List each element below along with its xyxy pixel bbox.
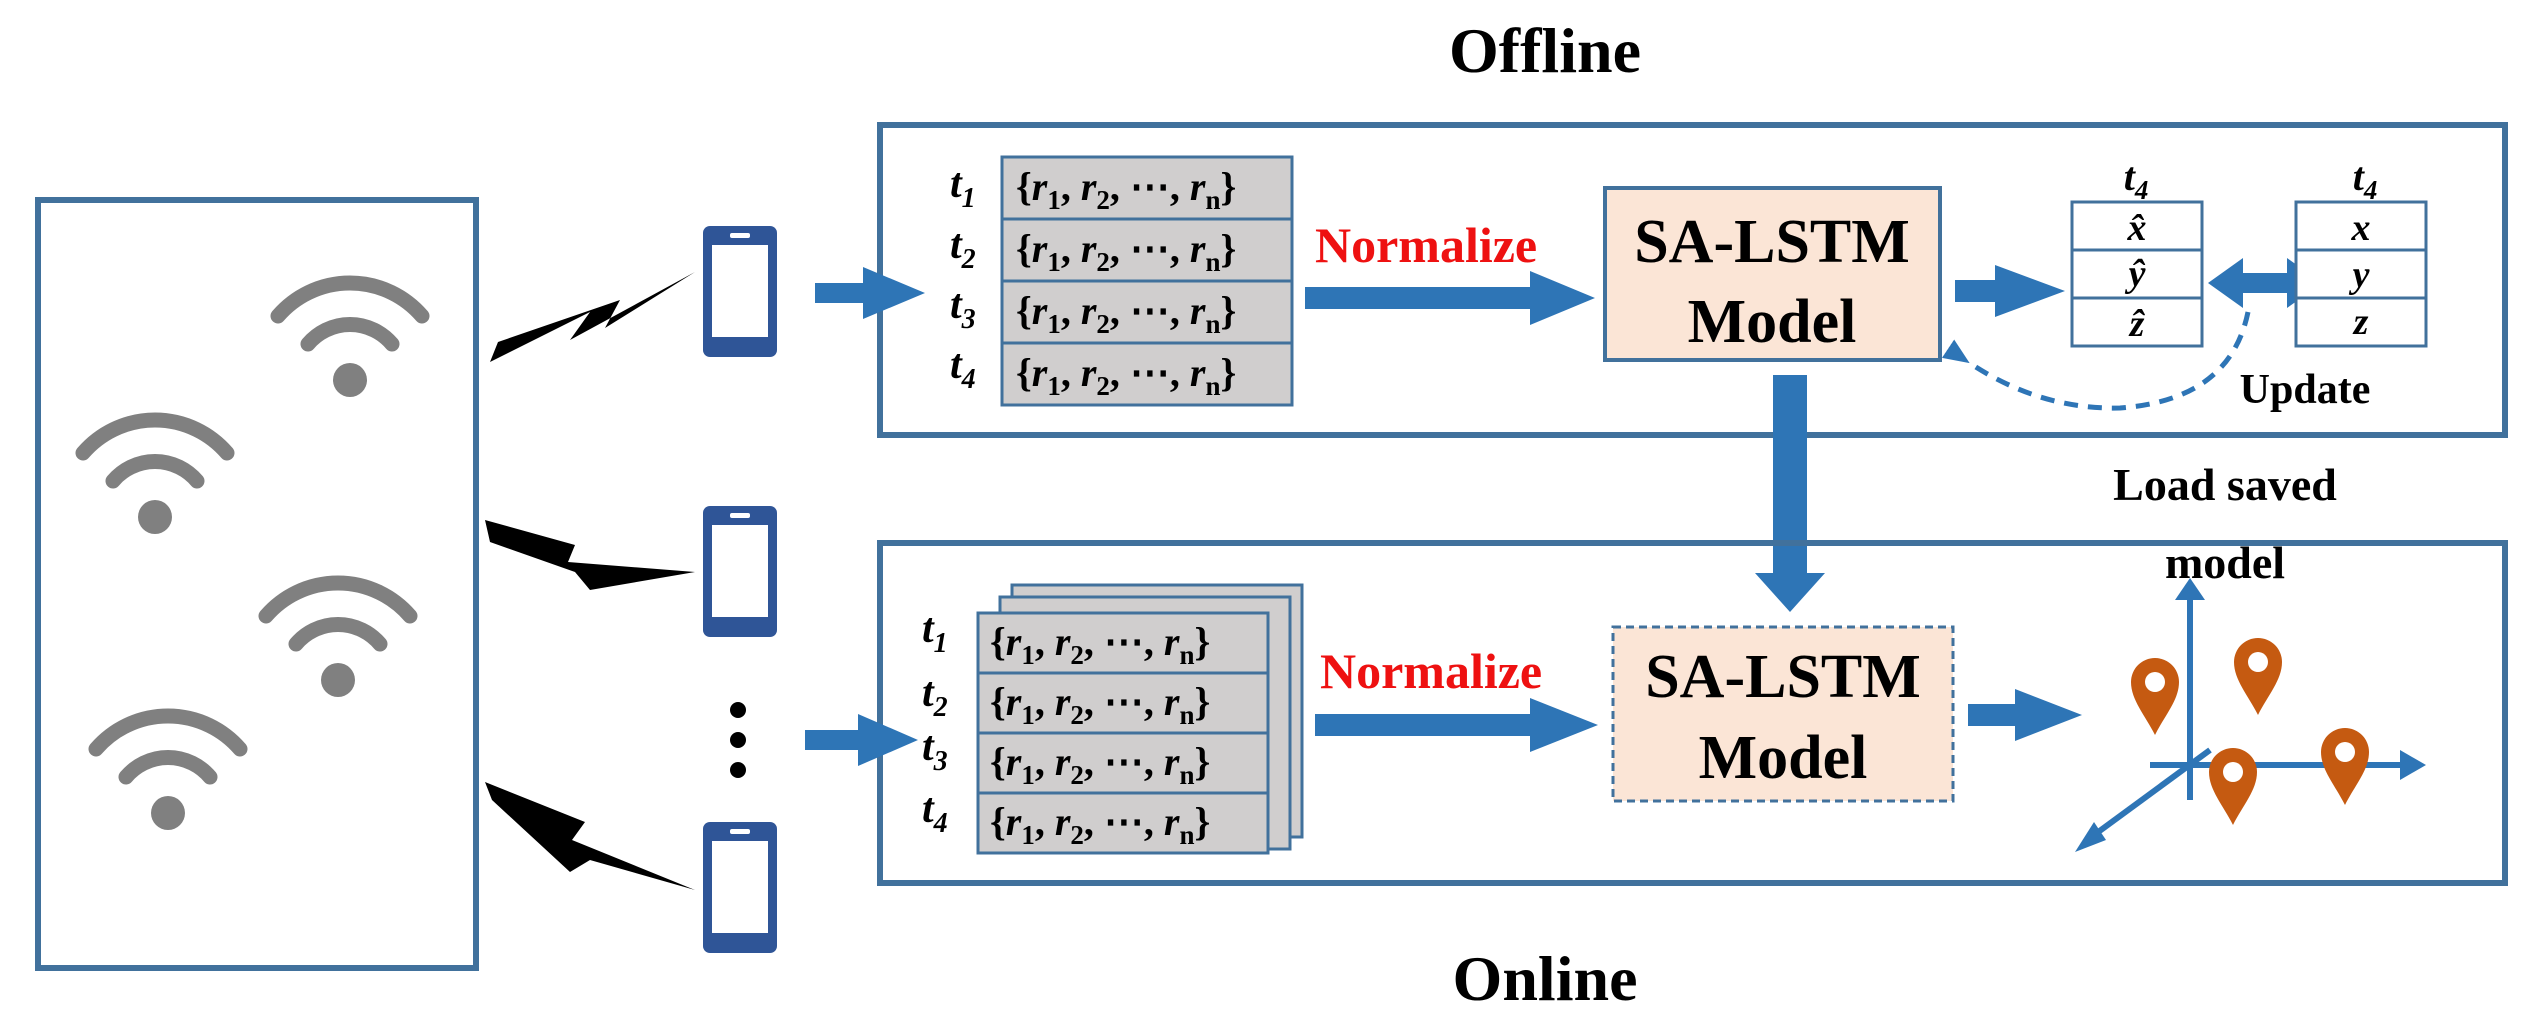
rss-vector-text: {r1, r2, ⋯, rn}	[990, 679, 1210, 730]
rss-vector: {r1, r2, ⋯, rn}	[1016, 164, 1236, 215]
rss-row	[1000, 155, 1294, 221]
rss-stack-offline	[1000, 155, 1294, 407]
access-point-panel	[35, 197, 479, 971]
wifi-icon	[270, 275, 430, 397]
vertical-ellipsis	[730, 702, 746, 778]
arrow-normalize-offline	[1305, 271, 1595, 325]
online-frame	[877, 540, 2508, 886]
rss-vector-text: {r1, r2, ⋯, rn}	[1016, 164, 1236, 215]
time-label-t3: t3	[922, 724, 948, 777]
arrow-phone-to-rss-online	[805, 714, 918, 766]
arrow-model-to-coordinates	[1968, 689, 2082, 741]
pred-value-z: ẑ	[2128, 303, 2146, 345]
wifi-icon	[258, 575, 418, 697]
arrow-normalize-online	[1315, 698, 1598, 752]
rss-vector: {r1, r2, ⋯, rn}	[1016, 288, 1236, 339]
rss-vector-text: {r1, r2, ⋯, rn}	[990, 619, 1210, 670]
normalize-label-offline: Normalize	[1315, 217, 1537, 273]
wifi-icon	[75, 412, 235, 534]
rss-vector-text: {r1, r2, ⋯, rn}	[1016, 226, 1236, 277]
location-pin-icon	[2321, 728, 2369, 805]
rss-vector: {r1, r2, ⋯, rn}	[990, 679, 1210, 730]
lightning-bolt-icon	[485, 520, 695, 590]
rss-vector: {r1, r2, ⋯, rn}	[1016, 226, 1236, 277]
rss-row	[976, 611, 1270, 675]
pred-cell	[2070, 296, 2204, 348]
pred-value-x: x̂	[2127, 207, 2147, 249]
online-title: Online	[1453, 943, 1638, 1014]
rss-vector: {r1, r2, ⋯, rn}	[990, 739, 1210, 790]
rss-stack-online	[976, 611, 1270, 855]
smartphone-icon	[703, 226, 777, 357]
update-dashed-arrow	[1941, 311, 2251, 411]
model-label-line2: Model	[1688, 288, 1857, 356]
lightning-bolt-icon	[490, 272, 695, 362]
pred-value-y: ŷ	[2125, 253, 2146, 295]
arrow-load-saved-model	[1755, 375, 1825, 612]
truth-cell	[2294, 296, 2428, 348]
pred-cell	[2070, 200, 2204, 252]
rss-row	[1000, 341, 1294, 407]
time-label-t2: t2	[922, 670, 948, 723]
rss-vector: {r1, r2, ⋯, rn}	[990, 799, 1210, 850]
truth-value-z: z	[2352, 301, 2369, 343]
rss-vector: {r1, r2, ⋯, rn}	[1016, 350, 1236, 401]
location-pin-icon	[2209, 748, 2257, 825]
coordinate-axes	[2075, 578, 2426, 852]
rss-row	[1000, 279, 1294, 345]
truth-value-x: x	[2351, 207, 2371, 249]
time-label-t2: t2	[950, 222, 976, 275]
time-label-t4: t4	[950, 342, 976, 395]
time-label-t1: t1	[950, 161, 976, 214]
sa-lstm-model-online	[1611, 625, 1955, 803]
time-label-t4: t4	[922, 786, 948, 839]
smartphone-icon	[703, 506, 777, 637]
time-label-t3: t3	[950, 282, 976, 335]
rss-vector-text: {r1, r2, ⋯, rn}	[990, 739, 1210, 790]
arrow-phone-to-rss-offline	[815, 267, 925, 319]
pred-header: t4	[2124, 154, 2149, 205]
normalize-label-online: Normalize	[1320, 643, 1542, 699]
location-pin-icon	[2131, 658, 2179, 735]
arrow-model-to-prediction	[1955, 265, 2065, 317]
rss-vector-text: {r1, r2, ⋯, rn}	[1016, 288, 1236, 339]
load-model-label-line1: Load saved	[2113, 459, 2337, 510]
rss-row	[976, 671, 1270, 735]
truth-cell	[2294, 248, 2428, 300]
location-pin-icon	[2234, 638, 2282, 715]
wifi-icon	[88, 708, 248, 830]
model-label-line1: SA-LSTM	[1645, 643, 1921, 711]
rss-row	[976, 731, 1270, 795]
update-label: Update	[2240, 367, 2371, 413]
model-label-line2: Model	[1699, 724, 1868, 792]
sa-lstm-model-offline	[1603, 186, 1942, 362]
rss-vector-text: {r1, r2, ⋯, rn}	[990, 799, 1210, 850]
rss-vector: {r1, r2, ⋯, rn}	[990, 619, 1210, 670]
time-label-t1: t1	[922, 606, 948, 659]
model-label-line1: SA-LSTM	[1634, 208, 1910, 276]
truth-value-y: y	[2349, 254, 2370, 296]
smartphone-icon	[703, 822, 777, 953]
pred-cell	[2070, 248, 2204, 300]
rss-row	[976, 791, 1270, 855]
rss-vector-text: {r1, r2, ⋯, rn}	[1016, 350, 1236, 401]
truth-header: t4	[2353, 154, 2378, 205]
lightning-bolt-icon	[485, 782, 695, 890]
offline-title: Offline	[1449, 15, 1641, 86]
